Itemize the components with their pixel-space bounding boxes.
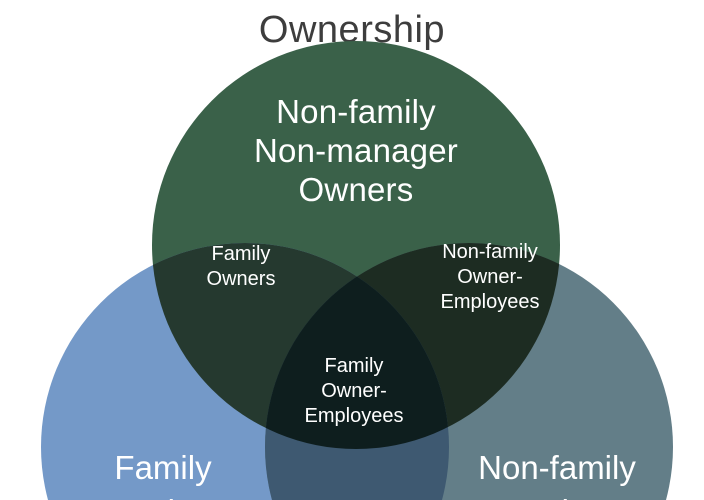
overlap-all-three: [265, 243, 449, 449]
